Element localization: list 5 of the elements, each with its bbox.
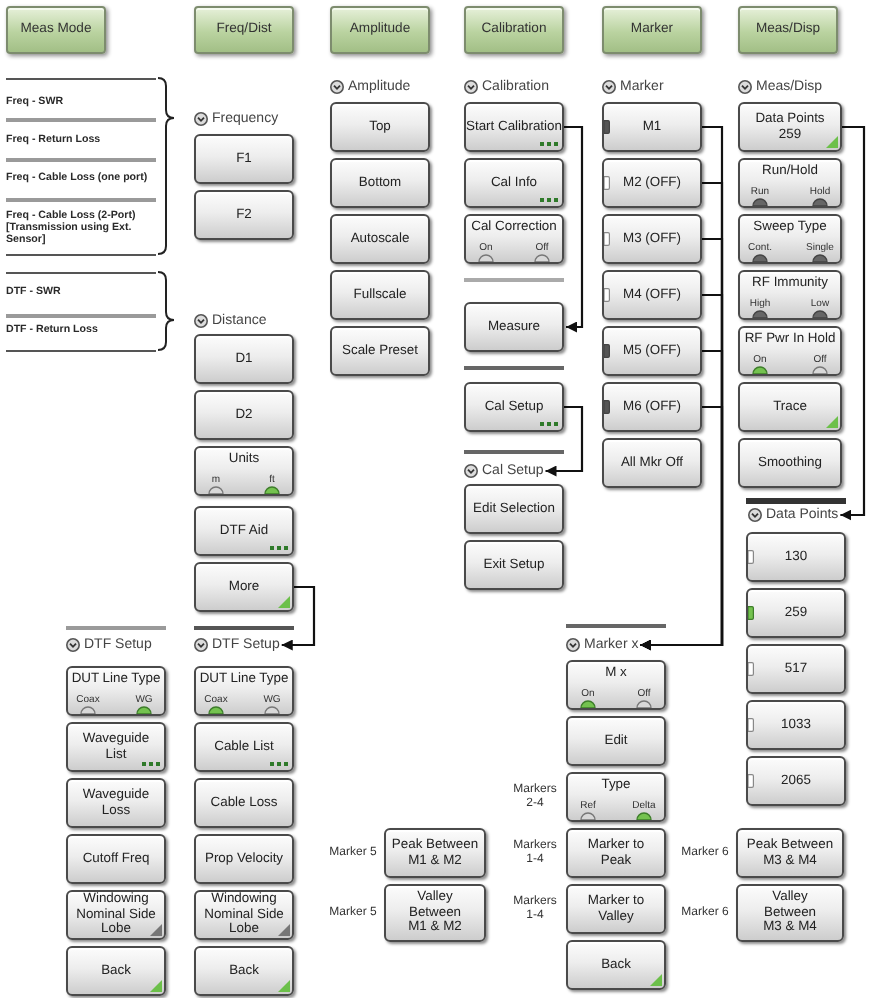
connector-arrow [564,125,584,333]
connector-arrow [545,405,584,477]
connector-arrow [640,405,724,651]
connector-arrow [281,585,316,651]
connector-arrow [840,125,866,521]
